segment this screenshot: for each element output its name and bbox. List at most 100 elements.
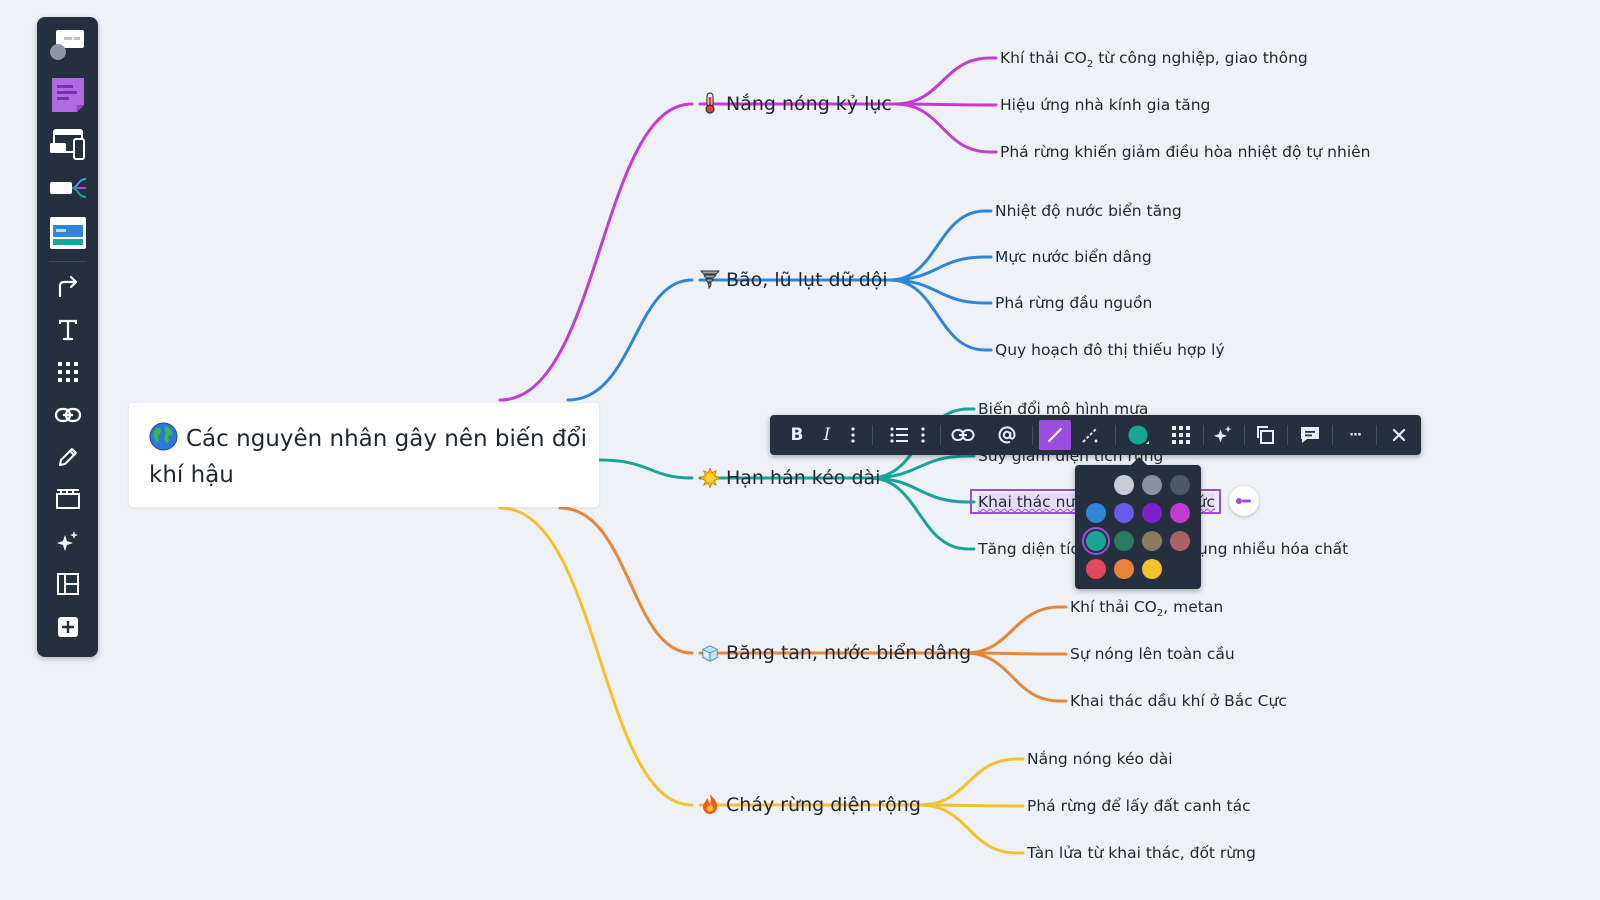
mention-button[interactable]	[992, 415, 1022, 455]
color-palette-popup	[1075, 457, 1201, 589]
more-options-button[interactable]: ···	[1349, 427, 1362, 443]
layout-tool[interactable]	[43, 564, 92, 604]
color-swatch[interactable]	[1142, 503, 1162, 523]
line-style-button[interactable]	[1039, 420, 1071, 450]
frame-tool[interactable]	[43, 479, 92, 519]
branch-node[interactable]: Băng tan, nước biển dâng	[700, 641, 971, 665]
add-child-button[interactable]	[1229, 486, 1259, 516]
close-toolbar-button[interactable]	[1384, 415, 1414, 455]
ai-assist-button[interactable]	[1208, 415, 1238, 455]
branch-label: Băng tan, nước biển dâng	[726, 642, 972, 664]
link-icon	[951, 429, 975, 441]
text-tool[interactable]	[43, 310, 92, 350]
leaf-node[interactable]: Biến đổi mô hình mưa	[978, 399, 1148, 419]
branch-color-button[interactable]	[1122, 415, 1154, 455]
color-swatch[interactable]	[1142, 559, 1162, 579]
branch-label: Hạn hán kéo dài	[726, 467, 881, 489]
link-button[interactable]	[948, 415, 978, 455]
leaf-node[interactable]: Nắng nóng kéo dài	[1027, 749, 1173, 769]
add-more-tool[interactable]	[43, 607, 92, 647]
central-topic-node[interactable]: Các nguyên nhân gây nên biến đổi khí hậu	[129, 403, 599, 507]
format-toolbar: B I ···	[770, 415, 1421, 455]
leaf-node[interactable]: Khai thác dầu khí ở Bắc Cực	[1070, 691, 1287, 711]
duplicate-icon	[1257, 426, 1274, 444]
toolbar-divider	[872, 425, 873, 445]
leaf-node[interactable]: Quy hoạch đô thị thiếu hợp lý	[995, 340, 1225, 360]
branch-node[interactable]: Nắng nóng kỷ lục	[700, 92, 892, 116]
mind-map-icon	[49, 178, 86, 198]
leaf-connector	[888, 278, 993, 305]
central-topic-label: Các nguyên nhân gây nên biến đổi khí hậu	[149, 426, 587, 488]
branch-label: Nắng nóng kỷ lục	[726, 93, 892, 115]
italic-button[interactable]: I	[823, 425, 831, 445]
leaf-connector	[963, 651, 1068, 656]
toolbar-divider	[1332, 425, 1333, 445]
color-swatch[interactable]	[1170, 503, 1190, 523]
color-swatch[interactable]	[1170, 475, 1190, 495]
color-swatch[interactable]	[1170, 531, 1190, 551]
sticky-note-tool[interactable]	[43, 75, 92, 115]
pen-tool[interactable]	[43, 437, 92, 477]
leaf-node[interactable]: Hiệu ứng nhà kính gia tăng	[1000, 95, 1210, 115]
color-swatch-icon	[1128, 425, 1149, 445]
device-frames-tool[interactable]	[43, 125, 92, 165]
toolbar-divider	[1203, 425, 1204, 445]
sun-icon	[699, 467, 721, 490]
color-swatch[interactable]	[1086, 503, 1106, 523]
bullet-list-button[interactable]	[884, 415, 914, 455]
color-swatch[interactable]	[1086, 559, 1106, 579]
line-type-icon	[1082, 427, 1098, 443]
list-options-button[interactable]	[914, 415, 932, 455]
branch-node[interactable]: Hạn hán kéo dài	[699, 466, 881, 490]
template-card-tool[interactable]	[43, 213, 92, 253]
line-type-button[interactable]	[1075, 415, 1105, 455]
leaf-node[interactable]: Nhiệt độ nước biển tăng	[995, 201, 1182, 221]
comment-card-tool[interactable]	[43, 24, 92, 64]
connector-tool[interactable]	[43, 267, 92, 307]
branch-connector	[566, 278, 694, 402]
leaf-connector	[963, 605, 1068, 655]
comment-button[interactable]	[1295, 415, 1325, 455]
template-card-icon	[49, 217, 86, 249]
leaf-node[interactable]: Phá rừng khiến giảm điều hòa nhiệt độ tự…	[1000, 142, 1371, 162]
text-options-button[interactable]	[844, 415, 862, 455]
fire-icon	[700, 793, 720, 815]
bold-button[interactable]: B	[790, 425, 804, 445]
leaf-node[interactable]: Tàn lửa từ khai thác, đốt rừng	[1027, 843, 1256, 863]
apps-tool[interactable]	[43, 352, 92, 392]
branch-connector	[498, 506, 694, 807]
branch-connector	[558, 506, 694, 655]
layout-icon	[56, 573, 79, 595]
color-swatch[interactable]	[1086, 531, 1106, 551]
leaf-label: Phá rừng để lấy đất canh tác	[1027, 797, 1251, 815]
leaf-node[interactable]: Mực nước biển dâng	[995, 247, 1152, 267]
toolbar-divider	[1032, 425, 1033, 445]
leaf-node[interactable]: Khí thải CO2 từ công nghiệp, giao thông	[1000, 48, 1308, 75]
comment-icon	[1301, 427, 1319, 443]
color-swatch[interactable]	[1114, 503, 1134, 523]
ai-tool[interactable]	[43, 522, 92, 562]
leaf-node[interactable]: Phá rừng đầu nguồn	[995, 293, 1152, 313]
leaf-node[interactable]: Khí thải CO2, metan	[1070, 597, 1223, 624]
toolbar-divider	[940, 425, 941, 445]
color-swatch[interactable]	[1114, 475, 1134, 495]
duplicate-button[interactable]	[1250, 415, 1280, 455]
color-swatch[interactable]	[1142, 475, 1162, 495]
leaf-node[interactable]: Sự nóng lên toàn cầu	[1070, 644, 1235, 664]
color-swatch[interactable]	[1114, 531, 1134, 551]
ice-cube-icon	[700, 643, 720, 665]
left-toolbar	[37, 17, 98, 657]
toolbar-divider	[49, 261, 86, 262]
branch-node[interactable]: Bão, lũ lụt dữ dội	[700, 268, 888, 292]
leaf-node[interactable]: Phá rừng để lấy đất canh tác	[1027, 796, 1251, 816]
color-swatch[interactable]	[1114, 559, 1134, 579]
layout-button[interactable]	[1166, 415, 1196, 455]
leaf-connector	[918, 803, 1025, 855]
leaf-label: Khai thác dầu khí ở Bắc Cực	[1070, 692, 1287, 710]
leaf-connector	[888, 255, 993, 282]
branch-label: Bão, lũ lụt dữ dội	[726, 269, 888, 291]
branch-node[interactable]: Cháy rừng diện rộng	[700, 793, 921, 817]
link-tool[interactable]	[43, 395, 92, 435]
mind-map-tool[interactable]	[43, 168, 92, 208]
color-swatch[interactable]	[1142, 531, 1162, 551]
